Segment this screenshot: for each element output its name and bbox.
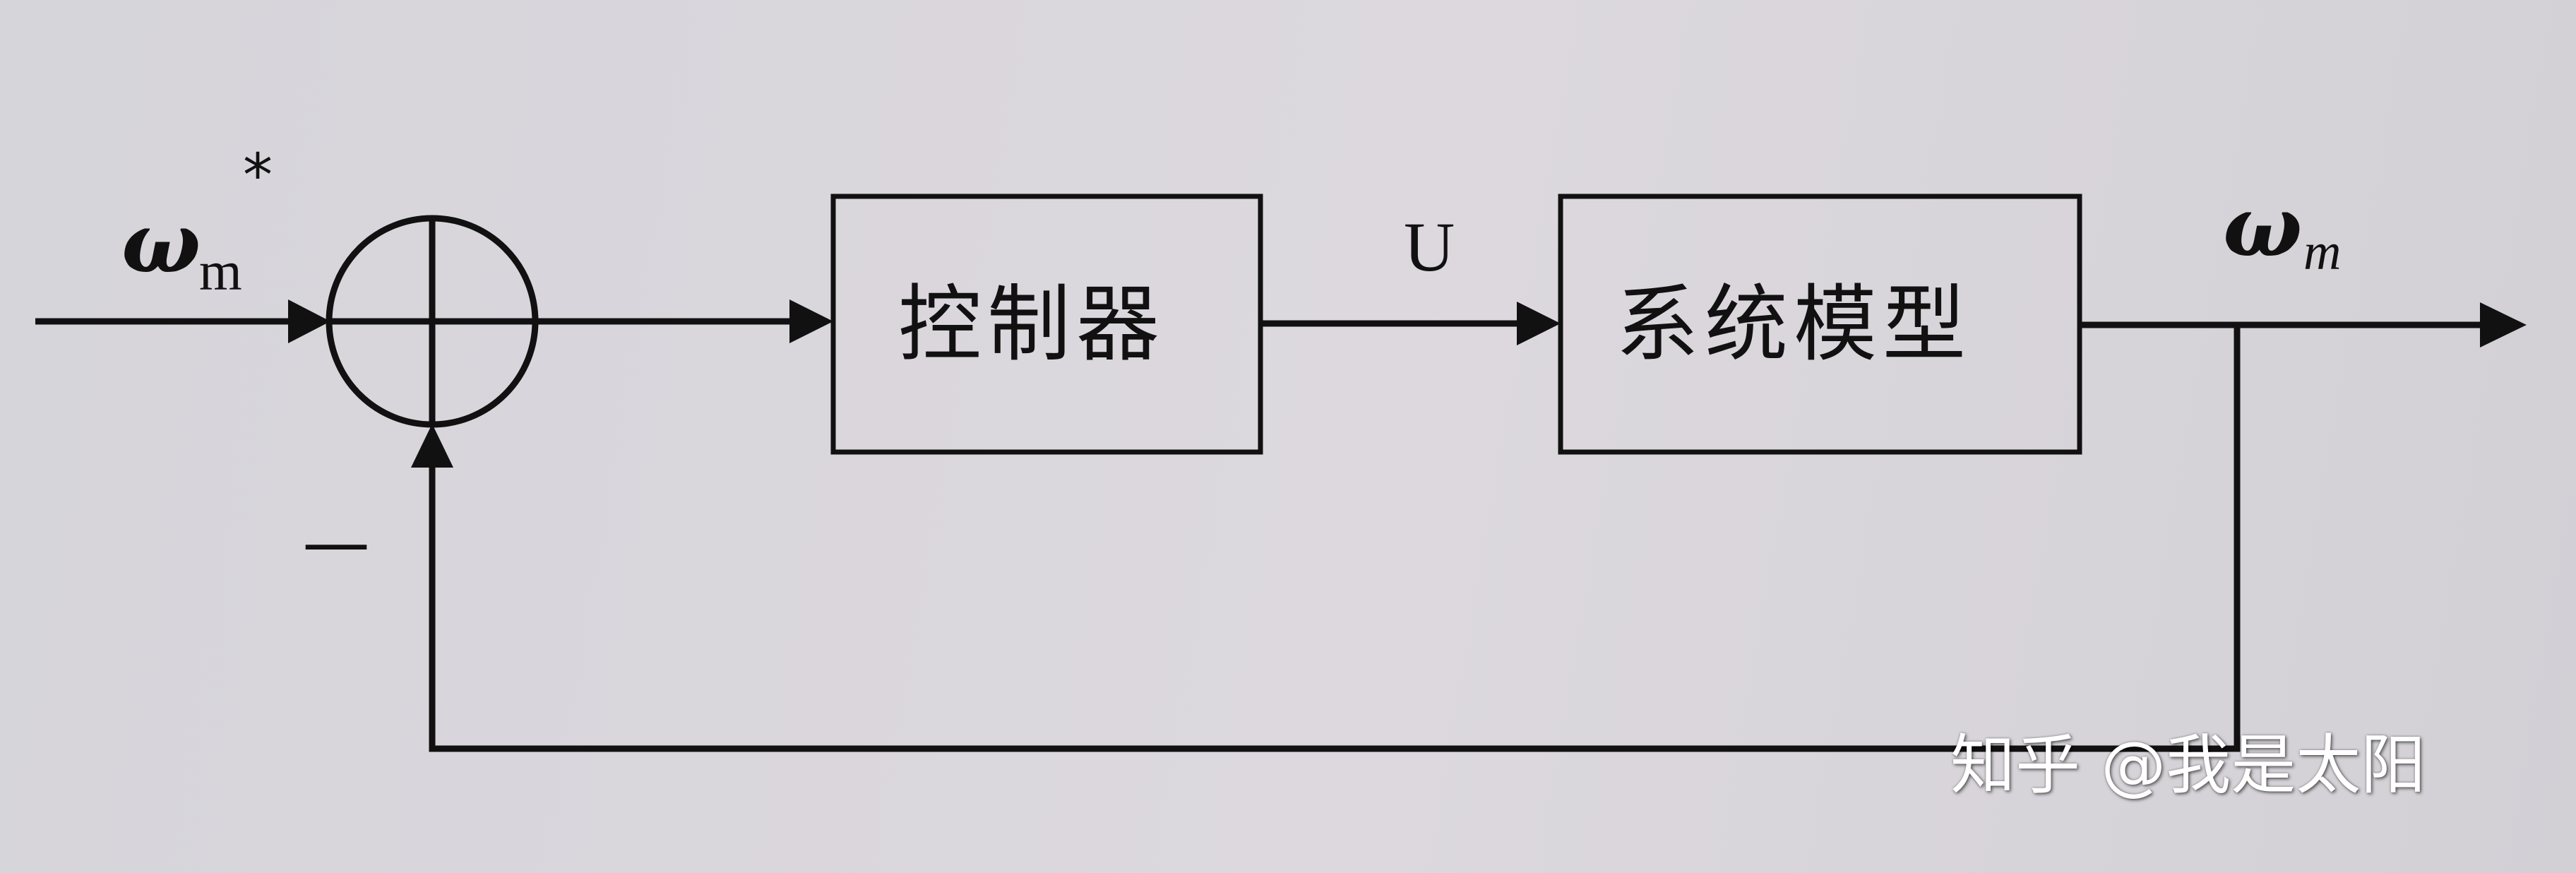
- feedback-arrowhead: [411, 424, 453, 468]
- feedback-minus-sign: —: [302, 503, 370, 582]
- control-signal-label: U: [1404, 208, 1455, 286]
- reference-omega-symbol: ω: [121, 194, 201, 292]
- reference-subscript: m: [199, 240, 242, 302]
- feedback-path: [429, 325, 2241, 752]
- reference-superscript: *: [243, 141, 273, 210]
- output-omega-symbol: ω: [2223, 177, 2303, 275]
- error-arrowhead: [789, 299, 833, 343]
- summing-junction: [326, 215, 539, 428]
- output-arrowhead: [2480, 302, 2527, 348]
- control-arrowhead: [1517, 302, 1561, 345]
- watermark-text: 知乎 @我是太阳: [1950, 728, 2426, 803]
- plant-label: 系统模型: [1616, 275, 1972, 373]
- input-arrowhead: [288, 299, 330, 343]
- output-subscript: m: [2303, 223, 2342, 281]
- controller-label: 控制器: [898, 275, 1166, 373]
